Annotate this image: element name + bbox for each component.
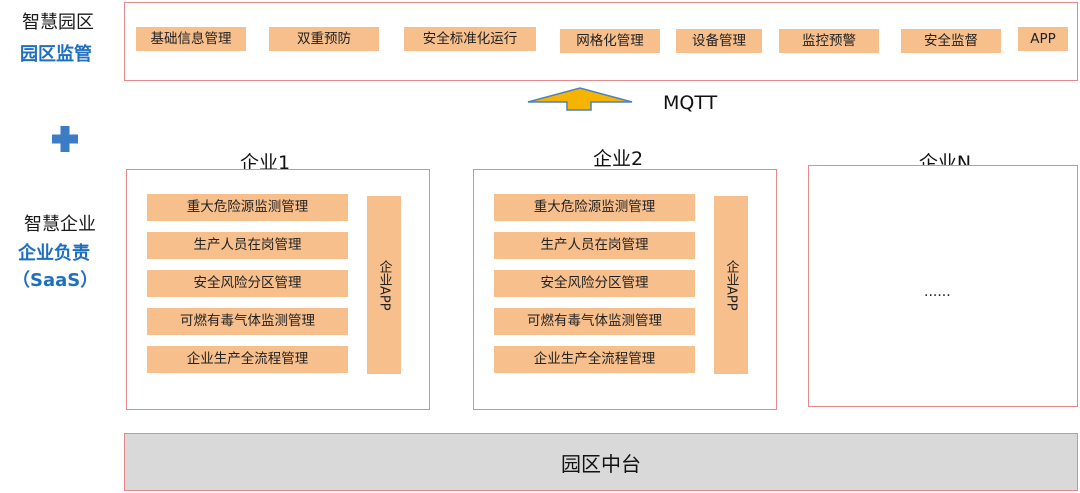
e1-module-process[interactable]: 企业生产全流程管理: [147, 346, 348, 373]
park-title-line2: 园区监管: [20, 44, 92, 65]
top-module-grid-management[interactable]: 网格化管理: [560, 29, 660, 53]
up-arrow-icon: [525, 86, 635, 112]
e1-enterprise-app-label: 企业APP: [376, 259, 392, 311]
e2-enterprise-app[interactable]: 企业APP: [714, 196, 748, 374]
e2-module-personnel[interactable]: 生产人员在岗管理: [494, 232, 695, 259]
enterprise-2-title: 企业2: [592, 148, 644, 170]
enterprise-title-line3: （SaaS）: [12, 270, 99, 291]
top-module-basic-info[interactable]: 基础信息管理: [136, 27, 246, 51]
enterprise-title-line1: 智慧企业: [24, 214, 96, 235]
plus-icon: [51, 125, 79, 153]
top-module-app[interactable]: APP: [1018, 27, 1068, 51]
e2-module-risk-zoning[interactable]: 安全风险分区管理: [494, 270, 695, 297]
top-module-dual-prevention[interactable]: 双重预防: [269, 27, 379, 51]
park-title-line1: 智慧园区: [22, 12, 94, 33]
top-module-monitoring-alert[interactable]: 监控预警: [779, 29, 879, 53]
e2-enterprise-app-label: 企业APP: [723, 259, 739, 311]
e2-module-major-hazard[interactable]: 重大危险源监测管理: [494, 194, 695, 221]
e1-module-personnel[interactable]: 生产人员在岗管理: [147, 232, 348, 259]
enterprise-n-ellipsis: ......: [924, 284, 951, 300]
e2-module-process[interactable]: 企业生产全流程管理: [494, 346, 695, 373]
park-middle-platform[interactable]: 园区中台: [124, 433, 1078, 491]
e1-module-major-hazard[interactable]: 重大危险源监测管理: [147, 194, 348, 221]
e1-module-gas-monitoring[interactable]: 可燃有毒气体监测管理: [147, 308, 348, 335]
e1-enterprise-app[interactable]: 企业APP: [367, 196, 401, 374]
top-module-safety-supervision[interactable]: 安全监督: [901, 29, 1001, 53]
e2-module-gas-monitoring[interactable]: 可燃有毒气体监测管理: [494, 308, 695, 335]
enterprise-title-line2: 企业负责: [18, 243, 90, 264]
park-supervision-panel: 基础信息管理 双重预防 安全标准化运行 网格化管理 设备管理 监控预警 安全监督…: [124, 2, 1078, 81]
park-middle-platform-label: 园区中台: [561, 451, 641, 476]
top-module-standardization[interactable]: 安全标准化运行: [404, 27, 536, 51]
e1-module-risk-zoning[interactable]: 安全风险分区管理: [147, 270, 348, 297]
top-module-equipment[interactable]: 设备管理: [676, 29, 762, 53]
mqtt-label: MQTT: [663, 92, 718, 114]
enterprise-n-panel: ......: [808, 165, 1078, 407]
enterprise-2-panel: 重大危险源监测管理 生产人员在岗管理 安全风险分区管理 可燃有毒气体监测管理 企…: [473, 169, 777, 410]
enterprise-1-title: 企业1: [239, 152, 291, 174]
enterprise-1-panel: 重大危险源监测管理 生产人员在岗管理 安全风险分区管理 可燃有毒气体监测管理 企…: [126, 169, 430, 410]
